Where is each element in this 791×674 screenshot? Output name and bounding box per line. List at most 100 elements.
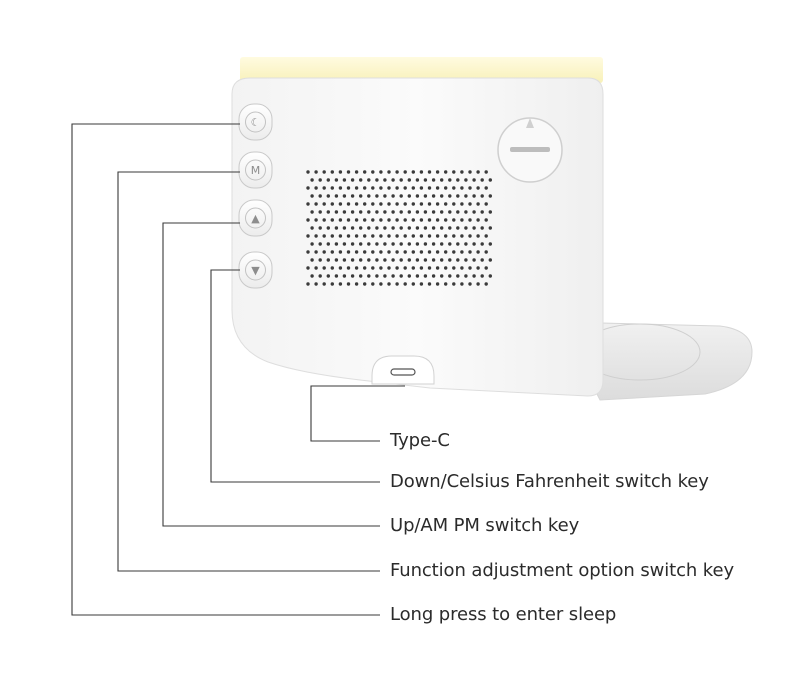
grille-hole [415,210,420,214]
grille-hole [334,178,339,182]
grille-hole [391,210,395,214]
grille-hole [407,242,411,246]
grille-hole [411,186,415,190]
grille-hole [342,258,347,262]
grille-hole [326,226,330,230]
speaker-grille [306,170,492,286]
grille-hole [387,186,391,190]
grille-hole [452,234,456,238]
grille-hole [354,186,359,190]
grille-hole [371,218,375,222]
grille-hole [338,250,343,254]
grille-hole [415,242,420,246]
grille-hole [363,202,367,206]
down-button[interactable]: ▼ [238,251,273,289]
grille-hole [444,170,448,174]
grille-hole [448,226,452,230]
grille-hole [306,170,310,174]
grille-hole [431,274,436,278]
grille-hole [387,202,391,206]
grille-hole [310,210,314,214]
grille-hole [367,178,371,182]
grille-hole [444,218,448,222]
grille-hole [318,242,322,246]
grille-hole [407,274,411,278]
grille-hole [387,250,391,254]
charging-base [559,321,753,401]
grille-hole [383,178,387,182]
grille-hole [460,170,464,174]
grille-hole [387,282,391,286]
grille-hole [488,274,492,278]
grille-hole [427,266,432,270]
type-c-port[interactable] [371,355,435,385]
grille-hole [383,194,387,198]
grille-hole [383,258,387,262]
grille-hole [399,274,403,278]
grille-hole [383,210,387,214]
grille-hole [310,178,314,182]
m-letter-icon: M [251,164,261,177]
grille-hole [472,226,476,230]
grille-hole [419,250,424,254]
grille-hole [488,242,492,246]
callout-label-down-key: Down/Celsius Fahrenheit switch key [390,471,709,492]
grille-hole [314,202,318,206]
grille-hole [314,282,318,286]
grille-hole [423,258,428,262]
grille-hole [448,178,452,182]
grille-hole [435,282,440,286]
grille-hole [484,250,488,254]
grille-hole [330,282,334,286]
grille-hole [456,226,460,230]
grille-hole [444,202,448,206]
grille-hole [359,210,363,214]
grille-hole [488,194,492,198]
grille-hole [476,282,480,286]
grille-hole [342,274,347,278]
grille-hole [472,210,476,214]
grille-hole [354,218,359,222]
grille-hole [419,186,424,190]
grille-hole [314,186,318,190]
grille-hole [460,202,464,206]
grille-hole [326,178,330,182]
grille-hole [350,194,355,198]
grille-hole [476,186,480,190]
sleep-button[interactable]: ☾ [238,103,273,141]
grille-hole [326,274,330,278]
grille-hole [403,218,407,222]
grille-hole [403,202,407,206]
function-button[interactable]: M [238,151,273,189]
grille-hole [359,258,363,262]
grille-hole [342,178,347,182]
grille-hole [488,178,492,182]
grille-hole [488,258,492,262]
grille-hole [431,194,436,198]
grille-hole [367,242,371,246]
grille-hole [391,258,395,262]
grille-hole [310,242,314,246]
grille-hole [399,210,403,214]
up-button[interactable]: ▲ [238,199,273,237]
grille-hole [440,210,444,214]
callout-label-function-key: Function adjustment option switch key [390,560,735,581]
grille-hole [342,210,347,214]
grille-hole [318,226,322,230]
grille-hole [476,202,480,206]
grille-hole [363,266,367,270]
grille-hole [334,242,339,246]
grille-hole [354,250,359,254]
grille-hole [367,226,371,230]
grille-hole [460,186,464,190]
grille-hole [375,242,379,246]
grille-hole [322,170,326,174]
grille-hole [456,210,460,214]
grille-hole [383,226,387,230]
grille-hole [399,242,403,246]
grille-hole [371,282,375,286]
grille-hole [460,218,464,222]
grille-hole [431,258,436,262]
triangle-up-icon: ▲ [251,212,260,225]
grille-hole [314,234,318,238]
